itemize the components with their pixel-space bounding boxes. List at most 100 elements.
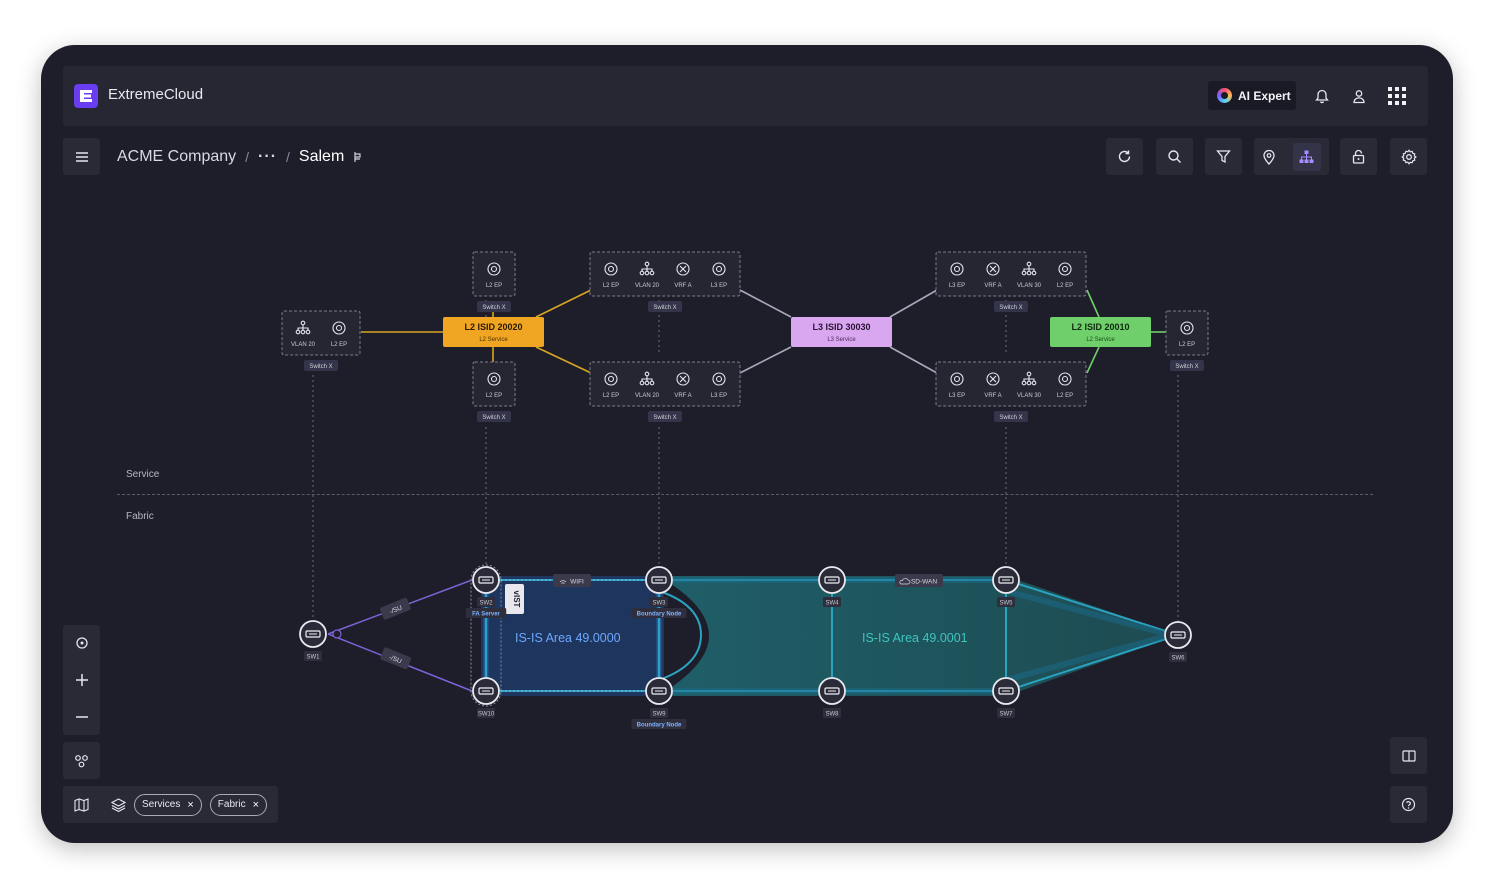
fabric-node-sw1[interactable]: SW1 <box>299 620 327 661</box>
switch-icon <box>478 576 494 584</box>
cloud-icon <box>899 578 911 585</box>
cluster-button[interactable] <box>63 742 100 779</box>
vist-bracket <box>470 564 502 707</box>
site-hierarchy-icon[interactable] <box>353 151 363 163</box>
svg-text:Switch X: Switch X <box>653 305 676 311</box>
menu-button[interactable] <box>63 138 100 175</box>
svg-text:-/SU: -/SU <box>388 654 403 665</box>
lock-icon <box>1352 149 1365 164</box>
endpoint-icon <box>1180 321 1194 335</box>
user-icon[interactable] <box>1347 84 1371 108</box>
service-l3-30030[interactable]: L3 ISID 30030 L3 Service <box>791 317 892 347</box>
zoom-out-button[interactable] <box>63 699 100 735</box>
vlan-icon <box>639 261 655 276</box>
map-icon[interactable] <box>74 797 89 812</box>
endpoint-icon <box>950 372 964 386</box>
switch-icon <box>651 687 667 695</box>
service-subtitle: L2 Service <box>1086 337 1115 343</box>
topology-view-button[interactable] <box>1292 142 1321 171</box>
svg-text:Switch X: Switch X <box>653 415 676 421</box>
svg-text:WIFI: WIFI <box>570 579 584 586</box>
switch-icon <box>824 576 840 584</box>
vrf-icon <box>986 262 1000 276</box>
service-title: L3 ISID 30030 <box>812 322 870 332</box>
svg-text:Switch X: Switch X <box>999 415 1022 421</box>
service-l2-20020[interactable]: L2 ISID 20020 L2 Service <box>443 317 544 347</box>
endpoint-label: VLAN 30 <box>1017 393 1042 399</box>
locate-button[interactable] <box>63 625 100 661</box>
endpoint-label: L2 EP <box>331 342 347 348</box>
ai-expert-icon <box>1217 88 1232 103</box>
fabric-node-sw6[interactable]: SW6 <box>1164 621 1192 662</box>
fabric-node-sw7[interactable]: SW7 <box>992 677 1020 718</box>
crosshair-icon <box>75 637 88 649</box>
svg-text:Switch X: Switch X <box>1175 364 1198 370</box>
service-links <box>361 289 1166 374</box>
settings-button[interactable] <box>1390 138 1427 175</box>
wifi-link-badge: WIFI <box>553 574 591 587</box>
node-label: SW5 <box>997 597 1015 607</box>
zoom-in-button[interactable] <box>63 662 100 698</box>
svg-text:SW7: SW7 <box>999 712 1013 718</box>
vlan-icon <box>1021 371 1037 386</box>
view-toggle-group <box>1254 138 1329 175</box>
filter-chip-fabric[interactable]: Fabric × <box>209 793 268 816</box>
svg-text:Switch X: Switch X <box>482 415 505 421</box>
search-icon <box>1168 150 1181 163</box>
lock-button[interactable] <box>1340 138 1377 175</box>
endpoint-label: L2 EP <box>603 283 619 289</box>
node-label: SW8 <box>823 708 841 718</box>
close-icon[interactable]: × <box>187 798 194 811</box>
endpoint-group-far-right[interactable]: L2 EP Switch X <box>1165 310 1209 371</box>
panel-toggle-button[interactable] <box>1390 737 1427 774</box>
node-label: SW4 <box>823 597 841 607</box>
endpoint-icon <box>1058 372 1072 386</box>
vlan-icon <box>639 371 655 386</box>
svg-text:SW6: SW6 <box>1171 656 1185 662</box>
help-button[interactable] <box>1390 786 1427 823</box>
nsi-link-badge-bottom: -/SU <box>380 647 411 670</box>
svg-text:FA Server: FA Server <box>472 612 500 618</box>
endpoint-icon <box>487 262 501 276</box>
fabric-node-sw5[interactable]: SW5 <box>992 566 1020 607</box>
close-icon[interactable]: × <box>252 798 260 811</box>
bell-icon[interactable] <box>1310 84 1334 108</box>
vrf-icon <box>986 372 1000 386</box>
endpoint-icon <box>950 262 964 276</box>
endpoint-label: L3 EP <box>711 283 727 289</box>
endpoint-label: VLAN 20 <box>635 393 660 399</box>
fabric-node-sw4[interactable]: SW4 <box>818 566 846 607</box>
app-grid-icon[interactable] <box>1385 84 1409 108</box>
filter-chip-services[interactable]: Services × <box>134 793 202 816</box>
zoom-panel <box>63 625 100 735</box>
layers-icon[interactable] <box>111 797 126 812</box>
filter-button[interactable] <box>1205 138 1242 175</box>
switch-tag: Switch X <box>994 411 1028 422</box>
search-button[interactable] <box>1156 138 1193 175</box>
service-l2-20010[interactable]: L2 ISID 20010 L2 Service <box>1050 317 1151 347</box>
fabric-node-sw10[interactable]: SW10 <box>472 677 500 718</box>
svg-text:Switch X: Switch X <box>999 305 1022 311</box>
fabric-node-sw8[interactable]: SW8 <box>818 677 846 718</box>
refresh-button[interactable] <box>1106 138 1143 175</box>
endpoint-label: VRF A <box>674 283 691 289</box>
svg-text:Switch X: Switch X <box>309 364 332 370</box>
wifi-icon <box>559 580 567 584</box>
endpoint-label: L2 EP <box>1179 342 1195 348</box>
ai-expert-button[interactable]: AI Expert <box>1208 81 1296 110</box>
map-pin-icon[interactable] <box>1262 149 1276 165</box>
breadcrumb-root[interactable]: ACME Company <box>117 148 237 165</box>
isis-area-label-0: IS-IS Area 49.0000 <box>515 631 621 645</box>
breadcrumb-ellipsis[interactable]: ··· <box>258 148 278 165</box>
